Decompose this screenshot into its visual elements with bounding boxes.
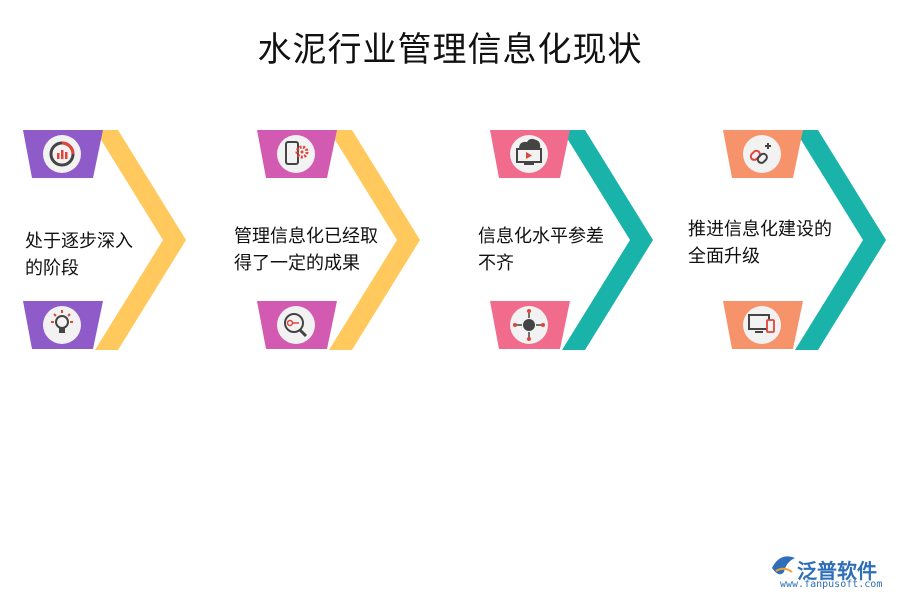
step-2-text-line1: 管理信息化已经取: [234, 226, 378, 247]
step-4-text-line1: 推进信息化建设的: [688, 219, 832, 240]
step-4: [723, 130, 886, 350]
step-1-text: 处于逐步深入 的阶段: [25, 228, 133, 282]
step-3-chevron: [562, 130, 653, 350]
step-2-text-line2: 得了一定的成果: [234, 253, 360, 274]
step-1: [23, 130, 186, 350]
step-3-text-line2: 不齐: [478, 253, 514, 274]
step-4-text-line2: 全面升级: [688, 246, 760, 267]
step-2-chevron: [329, 130, 420, 350]
step-4-chevron: [795, 130, 886, 350]
page-title: 水泥行业管理信息化现状: [257, 30, 643, 70]
step-4-text: 推进信息化建设的 全面升级: [688, 216, 832, 270]
phone-gear-icon: [277, 135, 315, 173]
step-3-text-line1: 信息化水平参差: [478, 226, 604, 247]
network-globe-icon: [510, 306, 548, 344]
link-plus-icon: [743, 135, 781, 173]
lightbulb-icon: [43, 306, 81, 344]
donut-chart-icon: [43, 135, 81, 173]
logo-name: 泛普软件: [797, 559, 877, 583]
step-3: [490, 130, 653, 350]
step-1-text-line1: 处于逐步深入: [25, 231, 133, 252]
step-3-text: 信息化水平参差 不齐: [478, 223, 604, 277]
logo-url: www.fanpusoft.com: [780, 579, 883, 590]
step-1-text-line2: 的阶段: [25, 258, 79, 279]
step-2-text: 管理信息化已经取 得了一定的成果: [234, 223, 378, 277]
step-2: [257, 130, 420, 350]
step-1-chevron: [95, 130, 186, 350]
monitor-phone-icon: [743, 306, 781, 344]
magnifier-key-icon: [277, 306, 315, 344]
logo-mark-icon: [772, 556, 795, 575]
cloud-monitor-icon: [510, 135, 548, 173]
